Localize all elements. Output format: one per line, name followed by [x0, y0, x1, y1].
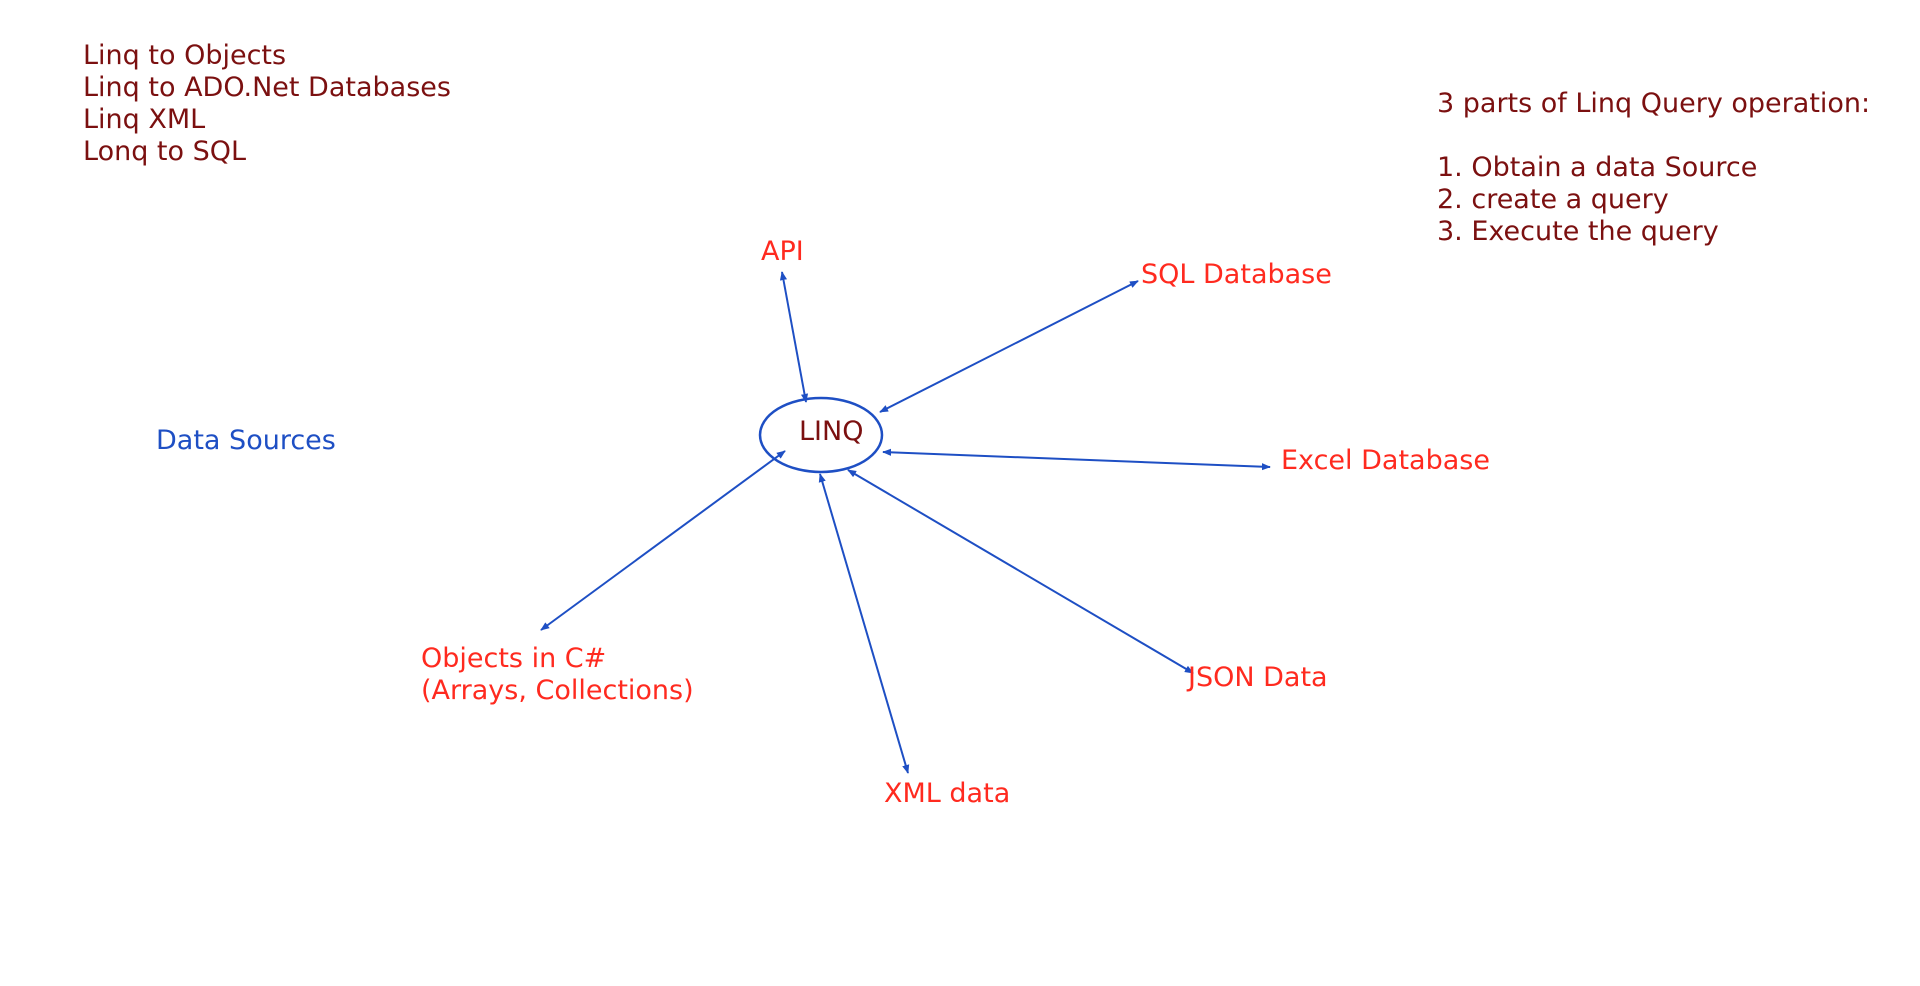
linq-type-item: Linq to Objects: [83, 40, 287, 71]
query-parts-heading: 3 parts of Linq Query operation:: [1437, 88, 1871, 119]
arrow-objects: [540, 450, 786, 631]
query-step-item: 3. Execute the query: [1437, 216, 1719, 247]
arrow-sql-database: [879, 280, 1139, 413]
source-json-data-label: JSON Data: [1188, 662, 1328, 693]
query-step-item: 2. create a query: [1437, 184, 1669, 215]
source-objects-label: Objects in C#: [421, 643, 607, 674]
arrow-xml-data: [818, 473, 910, 774]
source-objects-detail-label: (Arrays, Collections): [421, 675, 694, 706]
query-step-item: 1. Obtain a data Source: [1437, 152, 1758, 183]
linq-center-ellipse: [758, 396, 884, 474]
source-api-label: API: [761, 236, 804, 267]
linq-type-item: Lonq to SQL: [83, 136, 247, 167]
data-sources-label: Data Sources: [156, 425, 336, 456]
arrow-excel-database: [882, 448, 1271, 471]
linq-type-item: Linq to ADO.Net Databases: [83, 72, 451, 103]
linq-center-label: LINQ: [799, 416, 864, 447]
source-xml-data-label: XML data: [884, 778, 1011, 809]
arrow-json-data: [847, 469, 1194, 674]
source-sql-database-label: SQL Database: [1141, 259, 1332, 290]
arrow-api: [779, 271, 809, 403]
linq-type-item: Linq XML: [83, 104, 206, 135]
source-excel-database-label: Excel Database: [1281, 445, 1490, 476]
